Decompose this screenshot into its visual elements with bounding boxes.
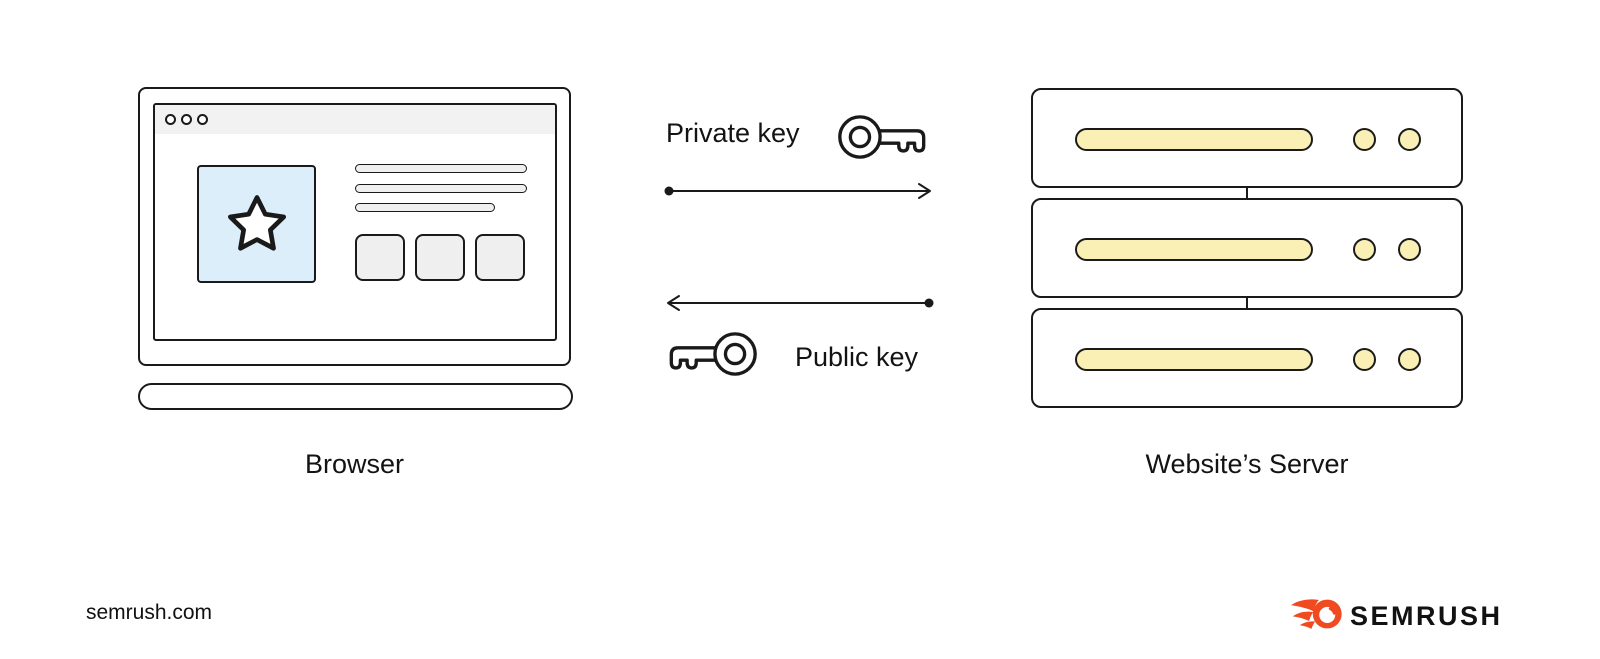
private-key-icon: [838, 115, 926, 159]
window-dot-icon: [165, 114, 176, 125]
semrush-flame-icon: [1290, 599, 1342, 629]
public-key-label: Public key: [795, 342, 919, 372]
server-connector: [1246, 296, 1248, 308]
server-led-icon: [1353, 238, 1376, 261]
public-key-icon: [669, 332, 757, 376]
window-dot-icon: [181, 114, 192, 125]
laptop-base: [138, 383, 573, 410]
thumbnail-placeholder: [415, 234, 465, 281]
arrow-right-icon: [664, 183, 931, 199]
server-led-icon: [1398, 238, 1421, 261]
semrush-wordmark: SEMRUSH: [1350, 601, 1503, 631]
text-line-placeholder: [355, 164, 527, 173]
window-dot-icon: [197, 114, 208, 125]
server-led-icon: [1353, 348, 1376, 371]
server-bar: [1075, 128, 1313, 151]
browser-window: [153, 103, 557, 341]
text-line-placeholder: [355, 203, 495, 212]
server-label: Website’s Server: [1145, 449, 1349, 479]
server-bar: [1075, 348, 1313, 371]
hero-image-box: [197, 165, 316, 283]
text-line-placeholder: [355, 184, 527, 193]
server-bar: [1075, 238, 1313, 261]
thumbnail-placeholder: [355, 234, 405, 281]
server-led-icon: [1398, 128, 1421, 151]
server-unit: [1031, 198, 1463, 298]
server-led-icon: [1398, 348, 1421, 371]
server-led-icon: [1353, 128, 1376, 151]
server-unit: [1031, 308, 1463, 408]
browser-window-header: [155, 105, 555, 134]
arrow-left-icon: [667, 295, 934, 311]
thumbnail-placeholder: [475, 234, 525, 281]
site-url-text: semrush.com: [86, 601, 213, 624]
star-icon: [227, 195, 286, 251]
server-unit: [1031, 88, 1463, 188]
server-connector: [1246, 186, 1248, 198]
private-key-label: Private key: [666, 118, 800, 148]
browser-label: Browser: [304, 449, 405, 479]
